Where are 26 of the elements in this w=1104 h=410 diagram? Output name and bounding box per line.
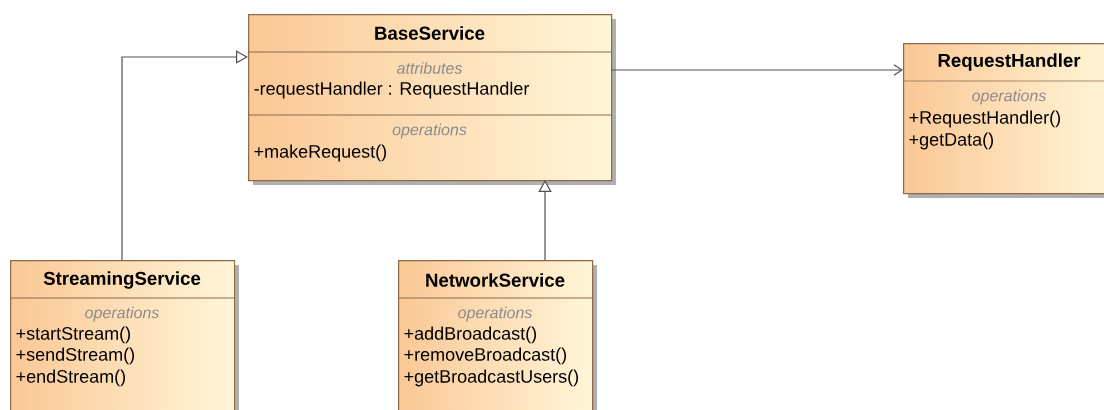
stereotype-label: operations bbox=[85, 306, 160, 322]
stereotype-label: operations bbox=[972, 89, 1046, 105]
class-member: +endStream() bbox=[16, 369, 126, 387]
class-name: RequestHandler bbox=[938, 53, 1081, 71]
class-member: +RequestHandler() bbox=[909, 110, 1060, 128]
stereotype-label: operations bbox=[392, 123, 467, 139]
class-member: +getBroadcastUsers() bbox=[404, 369, 579, 387]
class-box bbox=[397, 260, 597, 410]
class-member: -requestHandler : RequestHandler bbox=[254, 81, 530, 99]
class-name: StreamingService bbox=[43, 271, 201, 289]
generalization-arrow bbox=[538, 180, 552, 261]
class-member: +getData() bbox=[909, 132, 993, 150]
class-member: +sendStream() bbox=[16, 347, 135, 365]
class-box bbox=[902, 43, 1104, 198]
class-box bbox=[247, 14, 616, 185]
class-member: +addBroadcast() bbox=[404, 326, 537, 344]
class-member: +startStream() bbox=[16, 326, 130, 344]
class-box bbox=[9, 260, 239, 410]
class-member: +removeBroadcast() bbox=[404, 347, 567, 365]
class-member: +makeRequest() bbox=[254, 144, 387, 162]
stereotype-label: operations bbox=[458, 306, 532, 322]
class-name: NetworkService bbox=[426, 273, 565, 287]
association-arrow bbox=[610, 64, 903, 76]
generalization-arrow bbox=[121, 50, 248, 261]
stereotype-label: attributes bbox=[396, 62, 463, 74]
class-name: BaseService bbox=[375, 26, 485, 40]
